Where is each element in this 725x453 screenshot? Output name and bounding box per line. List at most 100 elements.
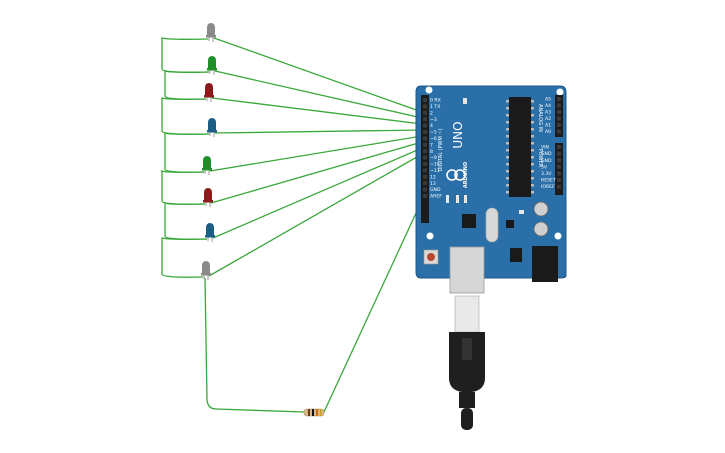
analog-pin-label: A1 bbox=[545, 123, 551, 129]
analog-pin[interactable] bbox=[557, 129, 561, 134]
digital-pin[interactable] bbox=[423, 136, 427, 141]
digital-pin[interactable] bbox=[423, 194, 427, 198]
digital-pin-label: ~5 bbox=[430, 130, 437, 136]
analog-pin-label: A4 bbox=[545, 103, 551, 109]
resistor[interactable] bbox=[303, 408, 325, 417]
analog-pin-label: A3 bbox=[545, 110, 551, 116]
gnd-wire[interactable] bbox=[323, 197, 424, 413]
digital-pin-label: 4 bbox=[430, 123, 433, 129]
power-pin[interactable] bbox=[557, 151, 561, 156]
ground-wire[interactable] bbox=[161, 170, 206, 205]
digital-pin-label: ~10 bbox=[430, 162, 440, 168]
digital-pin[interactable] bbox=[423, 187, 427, 192]
power-pin-label: RESET bbox=[541, 178, 556, 184]
digital-pin-label: ~6 bbox=[430, 136, 437, 142]
power-header-label: POWER bbox=[537, 149, 543, 168]
arduino-logo-icon bbox=[446, 169, 466, 181]
digital-pin[interactable] bbox=[423, 117, 427, 122]
ground-wire[interactable] bbox=[164, 70, 210, 100]
ground-wire[interactable] bbox=[161, 97, 210, 135]
digital-pin-label: GND bbox=[430, 187, 441, 193]
digital-pin-label: 7 bbox=[430, 142, 433, 148]
regulator bbox=[506, 220, 514, 228]
digital-pin[interactable] bbox=[423, 168, 427, 173]
analog-header-label: ANALOG IN bbox=[537, 104, 543, 132]
signal-wire[interactable] bbox=[212, 147, 423, 239]
digital-pin-label: 13 bbox=[430, 181, 436, 187]
digital-pin[interactable] bbox=[423, 181, 427, 186]
smd-component bbox=[464, 195, 467, 203]
mounting-hole bbox=[556, 88, 564, 96]
power-pin-label: GND bbox=[541, 151, 552, 157]
digital-pin-label: 12 bbox=[430, 174, 436, 180]
signal-wire[interactable] bbox=[209, 135, 423, 172]
digital-pin[interactable] bbox=[423, 162, 427, 166]
usb-chip bbox=[462, 214, 476, 228]
capacitor bbox=[533, 221, 549, 237]
microcontroller-chip bbox=[509, 97, 531, 197]
analog-pin[interactable] bbox=[557, 103, 561, 108]
digital-pin[interactable] bbox=[423, 174, 427, 179]
led-red[interactable] bbox=[203, 188, 213, 207]
signal-wire[interactable] bbox=[210, 141, 423, 204]
signal-wire[interactable] bbox=[213, 37, 423, 113]
digital-header-label: DIGITAL (PWM ~) bbox=[438, 128, 444, 171]
digital-pin-label: 1 TX bbox=[430, 104, 440, 110]
usb-jack bbox=[449, 246, 485, 294]
ground-wire[interactable] bbox=[164, 201, 208, 240]
ground-wire[interactable] bbox=[164, 132, 210, 173]
signal-wire[interactable] bbox=[214, 70, 423, 119]
signal-wire[interactable] bbox=[211, 97, 423, 125]
power-pin-label: VIN bbox=[541, 145, 549, 151]
led-blue[interactable] bbox=[205, 223, 215, 242]
power-pin[interactable] bbox=[557, 164, 561, 169]
analog-pin[interactable] bbox=[557, 97, 561, 101]
digital-pin-label: ~3 bbox=[430, 117, 437, 123]
led-gray[interactable] bbox=[206, 23, 216, 42]
ground-wire[interactable] bbox=[161, 237, 208, 278]
signal-wire[interactable] bbox=[214, 129, 423, 134]
power-pin-label: 3.3V bbox=[541, 171, 552, 177]
analog-pin[interactable] bbox=[557, 123, 561, 127]
digital-pin-label: ~11 bbox=[430, 168, 440, 174]
led-red[interactable] bbox=[204, 83, 214, 102]
leds-layer bbox=[201, 23, 217, 280]
usb-cable[interactable] bbox=[449, 295, 485, 430]
analog-header bbox=[555, 95, 563, 137]
crystal bbox=[485, 207, 499, 243]
digital-pin[interactable] bbox=[423, 130, 427, 134]
signal-wire[interactable] bbox=[208, 153, 423, 277]
digital-pin[interactable] bbox=[423, 155, 427, 160]
wires-layer bbox=[161, 37, 424, 413]
power-pin[interactable] bbox=[557, 171, 561, 176]
digital-pin[interactable] bbox=[423, 110, 427, 115]
reset-button-cap bbox=[427, 253, 435, 261]
led-green[interactable] bbox=[207, 56, 217, 75]
resistor-wire[interactable] bbox=[204, 277, 305, 413]
digital-pin[interactable] bbox=[423, 98, 427, 102]
analog-pin[interactable] bbox=[557, 110, 561, 114]
led-gray[interactable] bbox=[201, 261, 211, 280]
smd-component bbox=[446, 195, 449, 203]
digital-pin[interactable] bbox=[423, 142, 427, 147]
chip-legs bbox=[506, 100, 534, 194]
led-green[interactable] bbox=[202, 156, 212, 175]
voltage-regulator bbox=[510, 248, 522, 262]
digital-pin[interactable] bbox=[423, 149, 427, 154]
brand-label: ARDUINO bbox=[463, 162, 469, 188]
power-pin[interactable] bbox=[557, 184, 561, 189]
power-pin[interactable] bbox=[557, 158, 561, 163]
analog-pin[interactable] bbox=[557, 116, 561, 121]
ground-wire[interactable] bbox=[161, 37, 210, 73]
led-blue[interactable] bbox=[207, 118, 217, 137]
power-pin[interactable] bbox=[557, 178, 561, 182]
digital-pin[interactable] bbox=[423, 123, 427, 128]
digital-pin-label: 2 bbox=[430, 110, 433, 116]
digital-pin[interactable] bbox=[423, 104, 427, 109]
power-pin[interactable] bbox=[557, 145, 561, 149]
